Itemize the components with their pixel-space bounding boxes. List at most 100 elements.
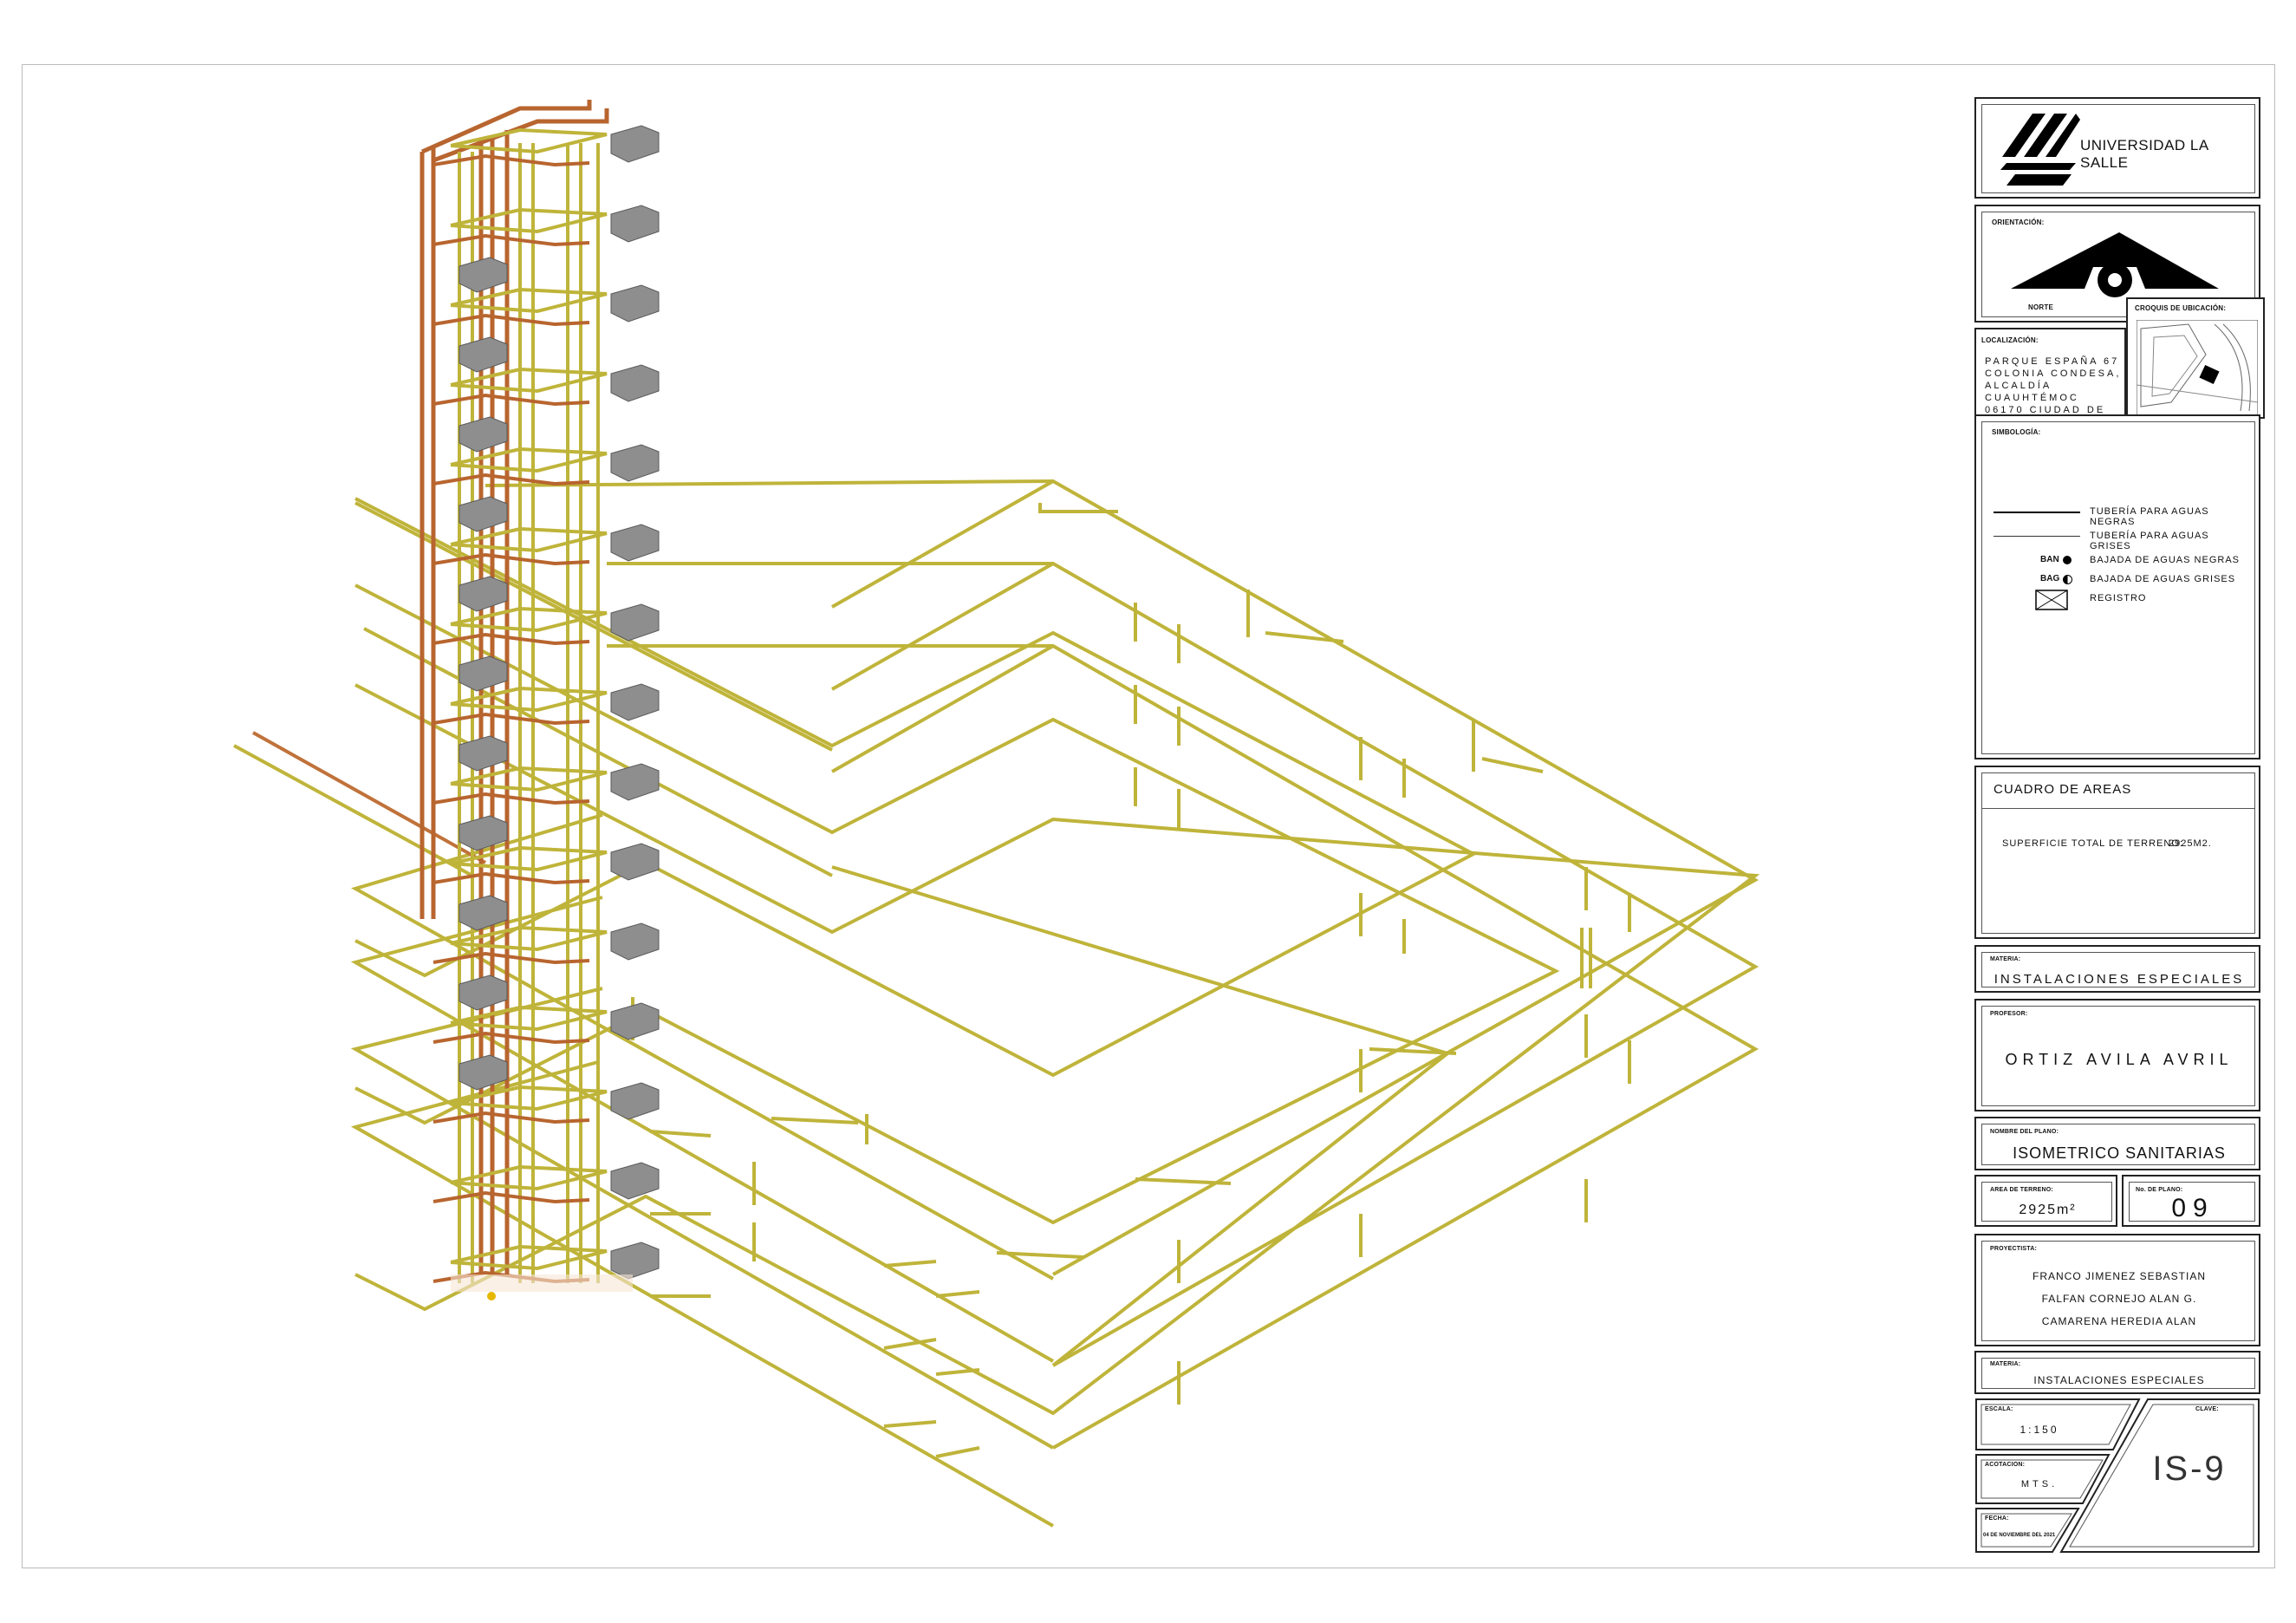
register-box: [459, 416, 508, 453]
register-box: [610, 1162, 660, 1200]
tower-floor-frame: [450, 845, 608, 872]
tower-floor-frame: [450, 606, 608, 633]
plan-number-value: 09: [2171, 1194, 2215, 1222]
location-map: [2137, 320, 2258, 415]
plan-number-label: No. DE PLANO:: [2136, 1187, 2183, 1193]
areas-title: CUADRO DE AREAS: [1994, 782, 2132, 797]
subject-box-top: MATERIA: INSTALACIONES ESPECIALES: [1974, 945, 2260, 993]
bag-code: BAG: [2040, 574, 2060, 583]
key-value: IS-9: [2152, 1450, 2227, 1488]
tower-floor-branch: [433, 313, 590, 327]
register-box: [459, 895, 508, 931]
designer-name: FRANCO JIMENEZ SEBASTIAN: [2032, 1270, 2207, 1282]
register-box: [459, 336, 508, 373]
tower-floor-frame: [450, 287, 608, 314]
legend-bag: BAG BAJADA DE AGUAS GRISES: [2040, 574, 2236, 584]
register-box: [459, 655, 508, 692]
key-label: CLAVE:: [2195, 1406, 2219, 1412]
north-arrow-icon: [2011, 232, 2219, 297]
sheet-border: [22, 64, 2275, 1568]
location-box: LOCALIZACIÓN: PARQUE ESPAÑA 67 COLONIA C…: [1974, 328, 2126, 427]
designer-name: FALFAN CORNEJO ALAN G.: [2041, 1293, 2197, 1305]
area-terreno-box: AREA DE TERRENO: 2925m²: [1974, 1175, 2117, 1227]
legend-registro: REGISTRO: [1994, 590, 2254, 610]
location-line: PARQUE ESPAÑA 67: [1985, 356, 2120, 367]
register-box: [459, 576, 508, 612]
register-box: [610, 364, 660, 402]
tower-floor-frame: [450, 686, 608, 713]
areas-label: SUPERFICIE TOTAL DE TERRENO:: [2002, 838, 2183, 849]
register-box: [459, 815, 508, 851]
register-box: [610, 763, 660, 801]
subject-value-bottom: INSTALACIONES ESPECIALES: [2033, 1374, 2205, 1386]
areas-value: 2925M2.: [2169, 838, 2212, 849]
register-box: [610, 125, 660, 163]
tower-floor-frame: [450, 1164, 608, 1191]
black-line-icon: [1994, 512, 2080, 513]
tower-floor-frame: [450, 367, 608, 394]
tower-floor-branch: [433, 1111, 590, 1124]
areas-box: CUADRO DE AREAS SUPERFICIE TOTAL DE TERR…: [1974, 766, 2260, 939]
dimension-value: MTS.: [2020, 1479, 2059, 1489]
register-box: [459, 1054, 508, 1091]
tower-floor-branch: [433, 871, 590, 885]
register-box: [459, 974, 508, 1011]
register-box: [610, 922, 660, 961]
ban-code: BAN: [2040, 555, 2059, 564]
floor-pipe-loop-1: [354, 497, 1478, 1078]
register-box: [610, 1082, 660, 1120]
dimension-label: ACOTACION:: [1985, 1462, 2026, 1468]
university-name: UNIVERSIDAD LA SALLE: [2080, 137, 2208, 171]
tower-floor-frame: [450, 1085, 608, 1111]
register-box: [459, 735, 508, 772]
location-label: LOCALIZACIÓN:: [1981, 336, 2039, 344]
professor-box: PROFESOR: ORTIZ AVILA AVRIL: [1974, 999, 2260, 1111]
symbology-box: SIMBOLOGÍA: TUBERÍA PARA AGUAS NEGRAS TU…: [1974, 414, 2260, 759]
bottom-grid: ESCALA: 1:150 ACOTACION: MTS. FECHA: 04 …: [1974, 1398, 2260, 1554]
legend-grey-water: TUBERÍA PARA AGUAS GRISES: [1994, 527, 2254, 551]
subject-box-bottom: MATERIA: INSTALACIONES ESPECIALES: [1974, 1351, 2260, 1394]
area-terreno-value: 2925m²: [2019, 1203, 2077, 1217]
plan-name-value: ISOMETRICO SANITARIAS: [2013, 1144, 2226, 1162]
register-box: [459, 496, 508, 532]
university-logo: [2000, 114, 2080, 186]
tower-floor-frame: [450, 1244, 608, 1271]
tower-floor-branch: [433, 233, 590, 247]
register-box: [610, 284, 660, 323]
scale-label: ESCALA:: [1985, 1406, 2013, 1412]
register-box: [610, 603, 660, 642]
register-box: [610, 683, 660, 721]
tower-floor-branch: [433, 632, 590, 646]
pipe-drops: [432, 590, 1631, 1405]
area-terreno-label: AREA DE TERRENO:: [1990, 1187, 2053, 1193]
register-box: [610, 1242, 660, 1280]
tower-floor-branch: [433, 393, 590, 407]
register-box: [610, 205, 660, 243]
title-block: UNIVERSIDAD LA SALLE ORIENTACIÓN: NORTE …: [1968, 91, 2265, 1565]
grey-line-icon: [1994, 536, 2080, 537]
orientation-label: ORIENTACIÓN:: [1992, 218, 2045, 226]
bag-half-dot-icon: [2063, 575, 2072, 584]
outer-pipe-loops: [350, 479, 1759, 1528]
tower-floor-frame: [450, 127, 608, 154]
register-box: [610, 1002, 660, 1040]
location-line: ALCALDÍA CUAUHTÉMOC: [1985, 381, 2079, 403]
subject-label: MATERIA:: [1990, 956, 2021, 962]
university-box: UNIVERSIDAD LA SALLE: [1974, 97, 2260, 199]
location-sketch-box: CROQUIS DE UBICACIÓN:: [2126, 297, 2265, 419]
plan-name-label: NOMBRE DEL PLANO:: [1990, 1129, 2059, 1135]
tower-floor-frame: [450, 1005, 608, 1032]
date-value: 04 DE NOVIEMBRE DEL 2021: [1983, 1533, 2056, 1538]
professor-value: ORTIZ AVILA AVRIL: [2005, 1051, 2234, 1068]
register-box: [610, 444, 660, 482]
tower-floor-frames: [433, 127, 608, 1284]
tower-floor-branch: [433, 792, 590, 805]
pipe-branches: [649, 503, 1544, 1458]
tower-floor-frame: [450, 446, 608, 473]
tower-floor-frame: [450, 766, 608, 792]
tower-floor-branch: [433, 951, 590, 965]
legend-ban: BAN BAJADA DE AGUAS NEGRAS: [2040, 555, 2240, 565]
location-line: COLONIA CONDESA,: [1985, 368, 2122, 379]
designers-box: PROYECTISTA: FRANCO JIMENEZ SEBASTIAN FA…: [1974, 1234, 2260, 1346]
